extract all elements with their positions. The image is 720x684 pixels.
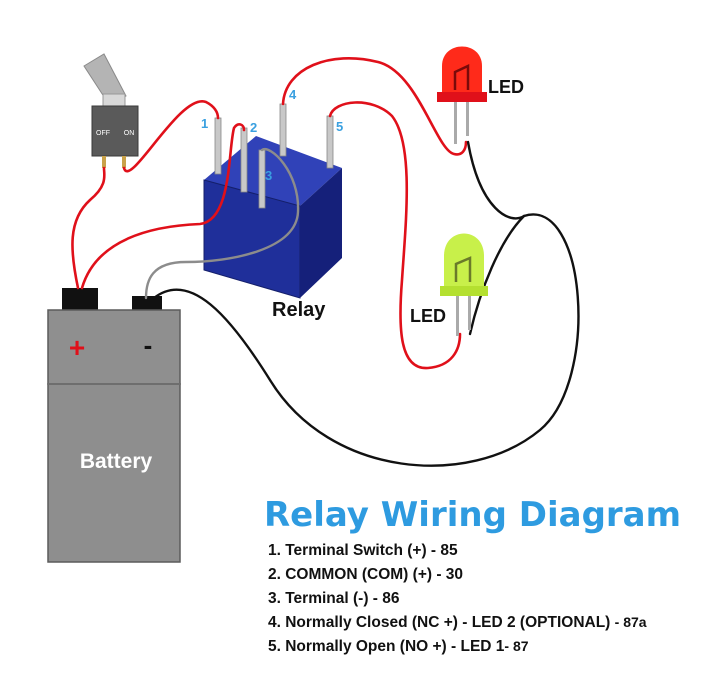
- toggle-switch: OFF ON: [83, 53, 139, 168]
- relay-pin-1: [214, 117, 222, 175]
- wire-ground-pin3: [144, 148, 300, 300]
- wire-switch-to-pin1: [122, 100, 220, 173]
- battery-minus-sign: -: [144, 330, 153, 360]
- legend-item: 5. Normally Open (NO +) - LED 1- 87: [268, 638, 529, 656]
- led-bottom-label: LED: [410, 306, 446, 326]
- switch-off-label: OFF: [96, 130, 110, 137]
- relay-label: Relay: [272, 299, 326, 321]
- wire-battery-to-switch: [71, 166, 106, 290]
- led-green: LED: [410, 233, 488, 336]
- legend-item-text: 1. Terminal Switch (+) - 85: [268, 542, 458, 559]
- legend-item-text: 4. Normally Closed (NC +) - LED 2 (OPTIO…: [268, 614, 615, 631]
- diagram-title: Relay Wiring Diagram: [264, 495, 681, 535]
- legend-item: 1. Terminal Switch (+) - 85: [268, 542, 458, 560]
- battery-plus-sign: +: [69, 332, 85, 363]
- legend-item-code: - 87: [504, 638, 529, 654]
- wire-no-to-led: [328, 101, 462, 370]
- pin-label-5: 5: [336, 119, 343, 134]
- wire-battery-to-common: [80, 123, 246, 290]
- led-red: LED: [437, 46, 524, 144]
- legend-item-text: 5. Normally Open (NO +) - LED 1: [268, 638, 505, 655]
- relay-pin-5: [326, 115, 334, 169]
- wire-nc-to-led: [281, 57, 468, 156]
- wire-battery-negative-return: [152, 213, 580, 467]
- battery-negative-terminal: [132, 296, 162, 312]
- pin-labels: 1 2 3 4 5: [201, 87, 343, 183]
- pin-label-4: 4: [289, 87, 297, 102]
- legend-item: 2. COMMON (COM) (+) - 30: [268, 566, 463, 584]
- relay: Relay: [203, 103, 342, 321]
- switch-on-label: ON: [124, 130, 135, 137]
- wires: [71, 57, 580, 467]
- legend-item-code: - 87a: [614, 614, 647, 630]
- battery-positive-terminal: [62, 288, 98, 310]
- pin-label-3: 3: [265, 168, 272, 183]
- legend-item: 3. Terminal (-) - 86: [268, 590, 400, 608]
- battery-label: Battery: [80, 450, 153, 473]
- legend-item-text: 3. Terminal (-) - 86: [268, 590, 400, 607]
- relay-pin-2: [240, 127, 248, 193]
- pin-label-2: 2: [250, 120, 257, 135]
- pin-label-1: 1: [201, 116, 208, 131]
- wire-led-bottom-return: [468, 214, 526, 336]
- battery: + - Battery: [47, 288, 181, 563]
- led-top-label: LED: [488, 77, 524, 97]
- relay-pin-4: [279, 103, 287, 157]
- legend-item: 4. Normally Closed (NC +) - LED 2 (OPTIO…: [268, 614, 647, 632]
- legend-item-text: 2. COMMON (COM) (+) - 30: [268, 566, 464, 583]
- wire-led-top-return: [466, 140, 526, 220]
